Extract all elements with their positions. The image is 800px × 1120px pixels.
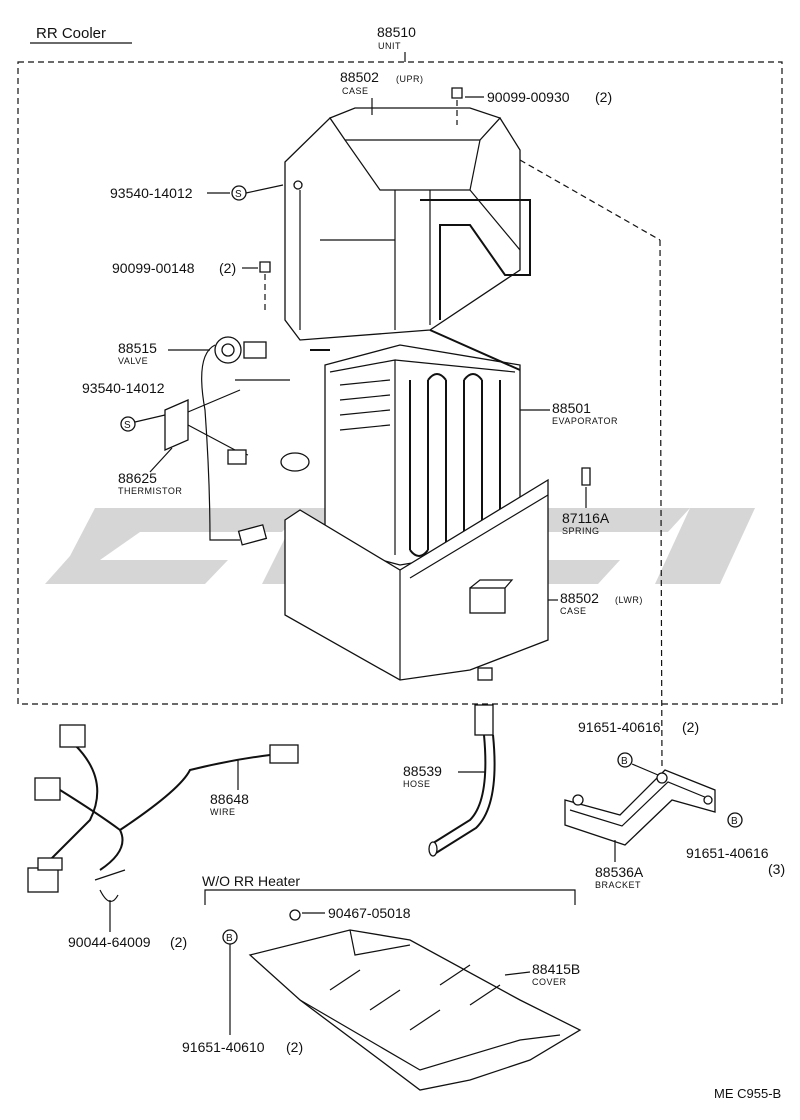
s-symbol-icon-2 [120, 416, 136, 432]
bracket-number: 88536A [595, 864, 644, 880]
cover-drawing [248, 909, 582, 1091]
case-lwr-number: 88502 [560, 590, 599, 606]
evaporator-number: 88501 [552, 400, 591, 416]
callout-screw-top: 90099-00930 (2) [451, 87, 612, 125]
bracket-screw-top-qualifier: (2) [682, 719, 699, 735]
screw-mid-qualifier: (2) [219, 260, 236, 276]
bracket-screw-top-number: 91651-40616 [578, 719, 661, 735]
b-symbol-icon-2 [727, 812, 743, 828]
callout-bracket: 88536A BRACKET [595, 840, 644, 890]
wo-heater-bracket-line [204, 889, 576, 905]
clip-upper-number: 93540-14012 [110, 185, 193, 201]
unit-number: 88510 [377, 24, 416, 40]
evaporator-drawing [310, 329, 521, 566]
b-symbol-icon [617, 752, 633, 768]
wire-number: 88648 [210, 791, 249, 807]
b-symbol-label: B [621, 756, 628, 767]
wire-name: WIRE [210, 807, 236, 817]
valve-drawing [201, 336, 290, 546]
wo-heater-title: W/O RR Heater [202, 873, 300, 889]
callout-evaporator: 88501 EVAPORATOR [520, 400, 618, 426]
bracket-screw-right-number: 91651-40616 [686, 845, 769, 861]
upper-case-drawing [284, 107, 531, 341]
screw-top-number: 90099-00930 [487, 89, 570, 105]
s-symbol-label-2: S [124, 420, 131, 431]
callout-screw-mid: 90099-00148 (2) [112, 260, 271, 310]
b-symbol-label-3: B [226, 933, 233, 944]
callout-cover: 88415B COVER [504, 961, 580, 987]
case-lwr-qualifier: (LWR) [615, 595, 643, 605]
callout-bracket-screw-right: B 91651-40616 (3) [686, 812, 785, 877]
unit-name: UNIT [378, 41, 401, 51]
callout-thermistor: 88625 THERMISTOR [118, 447, 182, 496]
clip-lower-number: 93540-14012 [82, 380, 165, 396]
cover-number: 88415B [532, 961, 580, 977]
diagram-code: ME C955-B [714, 1086, 781, 1101]
cover-bolt-qualifier: (2) [286, 1039, 303, 1055]
case-lwr-name: CASE [560, 606, 587, 616]
spring-number: 87116A [562, 510, 610, 526]
clamp-number: 90044-64009 [68, 934, 151, 950]
b-symbol-label-2: B [731, 816, 738, 827]
wire-harness-drawing [27, 724, 299, 902]
unit-boundary [17, 61, 783, 705]
thermistor-number: 88625 [118, 470, 157, 486]
cover-name: COVER [532, 977, 567, 987]
thermistor-name: THERMISTOR [118, 486, 182, 496]
callout-valve: 88515 VALVE [118, 340, 210, 366]
callout-clamp: 90044-64009 (2) [68, 900, 187, 950]
bracket-drawing [564, 769, 716, 846]
hose-number: 88539 [403, 763, 442, 779]
valve-name: VALVE [118, 356, 148, 366]
cover-screw-number: 90467-05018 [328, 905, 411, 921]
callout-hose: 88539 HOSE [403, 763, 485, 789]
valve-number: 88515 [118, 340, 157, 356]
callout-wire: 88648 WIRE [210, 760, 249, 817]
callout-bracket-screw-top: 91651-40616 (2) B [519, 159, 699, 776]
screw-top-qualifier: (2) [595, 89, 612, 105]
case-upr-qualifier: (UPR) [396, 74, 424, 84]
callout-case-lwr: 88502 (LWR) CASE [548, 590, 643, 616]
cover-bolt-number: 91651-40610 [182, 1039, 265, 1055]
spring-name: SPRING [562, 526, 600, 536]
hose-drawing [428, 704, 496, 857]
screw-mid-number: 90099-00148 [112, 260, 195, 276]
lower-case-drawing [284, 478, 549, 681]
case-upr-number: 88502 [340, 69, 379, 85]
evaporator-name: EVAPORATOR [552, 416, 618, 426]
s-symbol-label: S [235, 189, 242, 200]
callout-spring: 87116A SPRING [562, 467, 610, 536]
clamp-qualifier: (2) [170, 934, 187, 950]
callout-cover-screw: 90467-05018 [302, 905, 411, 921]
hose-name: HOSE [403, 779, 431, 789]
callout-clip-upper: 93540-14012 S [110, 184, 284, 201]
bracket-name: BRACKET [595, 880, 641, 890]
section-title: RR Cooler [36, 25, 106, 42]
bracket-screw-right-qualifier: (3) [768, 861, 785, 877]
callout-clip-lower: 93540-14012 S [82, 380, 166, 432]
thermistor-drawing [164, 389, 310, 472]
case-upr-name: CASE [342, 86, 369, 96]
callout-cover-bolt: B 91651-40610 (2) [182, 929, 303, 1055]
callout-case-upr: 88502 (UPR) CASE [340, 69, 424, 115]
